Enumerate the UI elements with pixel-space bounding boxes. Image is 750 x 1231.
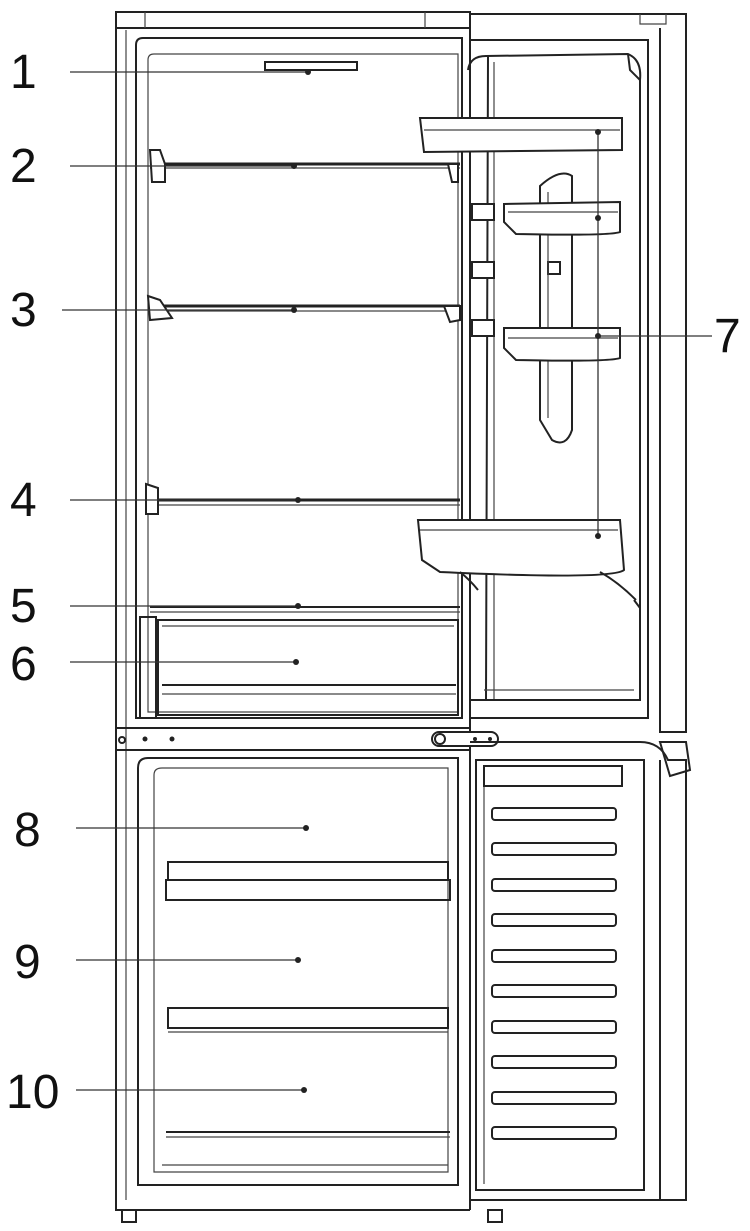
door-balcony-top bbox=[418, 117, 623, 154]
fridge-light bbox=[264, 61, 358, 71]
freezer-door-rack bbox=[491, 807, 617, 1140]
glass-shelf-lower bbox=[145, 482, 460, 515]
callout-6: 6 bbox=[10, 638, 37, 691]
door-balcony-upper-middle bbox=[503, 200, 621, 236]
callout-2: 2 bbox=[10, 140, 37, 193]
freezer-door bbox=[470, 741, 692, 1201]
freezer-compartment bbox=[137, 757, 459, 1186]
freezer-drawer-bottom bbox=[166, 1131, 450, 1138]
crisper-drawer bbox=[139, 616, 459, 719]
freezer-drawer-middle bbox=[167, 1007, 449, 1033]
crisper-cover bbox=[150, 606, 460, 613]
cabinet-body bbox=[115, 11, 503, 1223]
callout-5: 5 bbox=[10, 580, 37, 633]
leader-lines bbox=[62, 69, 712, 1093]
callout-3: 3 bbox=[10, 284, 37, 337]
door-balcony-bottom bbox=[416, 519, 637, 601]
callout-10: 10 bbox=[6, 1066, 59, 1119]
fridge-door bbox=[467, 13, 687, 733]
callout-7: 7 bbox=[714, 310, 741, 363]
callout-4: 4 bbox=[10, 474, 37, 527]
callout-9: 9 bbox=[14, 936, 41, 989]
callout-8: 8 bbox=[14, 804, 41, 857]
door-balcony-lower-middle bbox=[503, 327, 621, 362]
callout-labels: 1 2 3 4 5 6 7 8 9 10 bbox=[6, 46, 741, 1119]
freezer-drawer-top bbox=[165, 861, 451, 901]
glass-shelf-middle bbox=[146, 294, 461, 324]
callout-1: 1 bbox=[10, 46, 37, 99]
middle-hinge bbox=[116, 727, 499, 751]
